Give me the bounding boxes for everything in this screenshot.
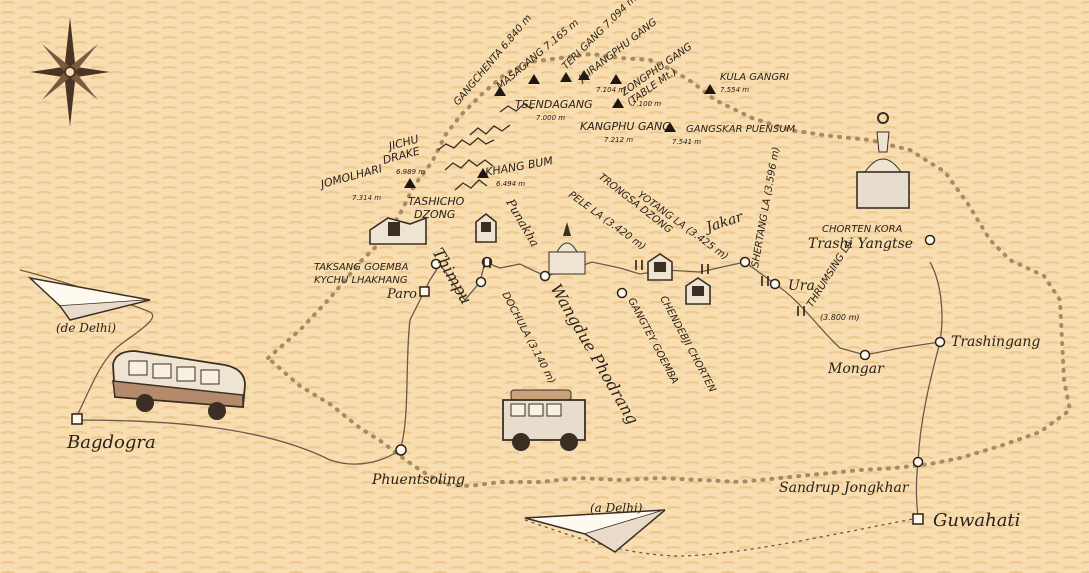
paper-plane-icon <box>27 276 151 321</box>
city-sandrup: Sandrup Jongkhar <box>779 480 910 496</box>
peak-kangphu-h: 7.212 m <box>604 136 633 144</box>
bus-icon <box>112 350 246 420</box>
peak-gangskar: GANGSKAR PUENSUM <box>686 124 796 135</box>
peak-gangskar-h: 7.541 m <box>672 138 701 146</box>
peak-khang-bum-h: 6.494 m <box>496 180 525 188</box>
peak-jomolhari-h: 7.314 m <box>352 194 381 202</box>
peak-kula: KULA GANGRI <box>720 72 789 83</box>
site-tashicho-1: TASHICHO <box>408 195 465 208</box>
dzong-icon <box>369 216 427 245</box>
peak-jichu-h: 6.989 m <box>396 168 425 176</box>
site-tashicho-2: DZONG <box>414 208 455 221</box>
city-mongar: Mongar <box>827 361 885 377</box>
site-taksang: TAKSANG GOEMBA <box>314 262 409 273</box>
peak-kangphu: KANGPHU GANG <box>580 120 671 133</box>
stupa-icon <box>856 112 910 209</box>
city-phuentsoling: Phuentsoling <box>371 472 465 488</box>
peak-kula-h: 7.554 m <box>720 86 749 94</box>
pass-markers <box>483 258 805 316</box>
peak-jairangphu-h: 7.104 m <box>596 86 625 94</box>
city-bagdogra: Bagdogra <box>66 432 156 453</box>
stupa-icon <box>548 222 586 275</box>
city-trashi-yangtse: Trashi Yangtse <box>808 236 913 252</box>
flight-path <box>524 517 919 557</box>
dzong-icon <box>475 212 497 243</box>
compass-rose-icon <box>30 17 110 127</box>
dzong-icon <box>647 253 673 281</box>
site-chorten-kora: CHORTEN KORA <box>822 224 903 235</box>
city-trashingang: Trashingang <box>951 334 1040 350</box>
label-de-delhi: (de Delhi) <box>56 321 116 335</box>
dzong-icon <box>685 277 711 305</box>
peak-tsendagang-h: 7.000 m <box>536 114 565 122</box>
land-rover-icon <box>502 389 586 451</box>
site-kychu: KYCHU LHAKHANG <box>314 275 408 286</box>
pass-thrumsing-2: (3.800 m) <box>820 313 859 322</box>
city-ura: Ura <box>788 278 815 294</box>
peak-tsendagang: TSENDAGANG <box>515 98 593 111</box>
mountain-ridges <box>437 103 533 191</box>
city-guwahati: Guwahati <box>933 510 1020 531</box>
city-paro: Paro <box>386 287 417 302</box>
label-a-delhi: (a Delhi) <box>590 501 643 515</box>
peak-markers <box>404 70 716 188</box>
country-border <box>264 51 1073 489</box>
paper-plane-icon <box>524 509 666 553</box>
peak-zongphu-h: 7.100 m <box>632 100 661 108</box>
